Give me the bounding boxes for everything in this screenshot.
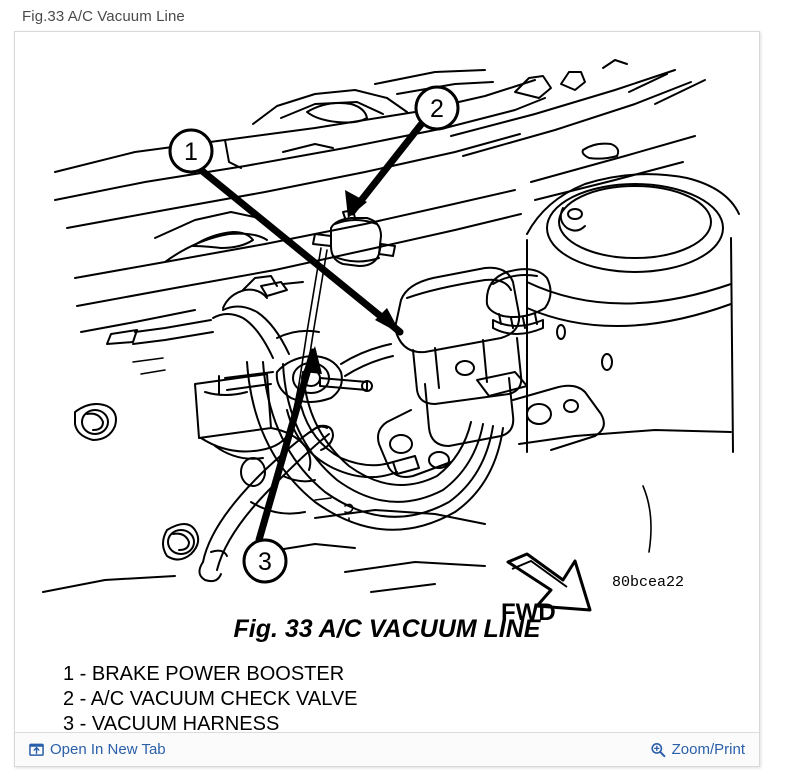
acvacuum-line-technical-drawing: 1 2 3 (15, 32, 759, 732)
magnifier-plus-icon (651, 742, 666, 757)
line-art-strut-tower (518, 173, 740, 453)
open-in-new-tab-button[interactable]: Open In New Tab (29, 741, 166, 758)
callout-1-number: 1 (184, 138, 198, 166)
legend-item: 3 - VACUUM HARNESS (63, 713, 279, 732)
callout-3: 3 (242, 346, 322, 584)
figure-image[interactable]: 1 2 3 (15, 32, 759, 732)
part-ac-vacuum-check-valve (312, 209, 396, 267)
figure-id-code: 80bcea22 (612, 574, 684, 591)
fwd-label: FWD (501, 599, 556, 626)
figure-viewer-panel: 1 2 3 (14, 31, 760, 767)
callout-3-number: 3 (258, 548, 272, 576)
external-link-icon (29, 743, 44, 756)
figure-action-bar: Open In New Tab Zoom/Print (15, 732, 759, 766)
forward-direction-arrow: FWD (501, 552, 592, 626)
legend-item: 2 - A/C VACUUM CHECK VALVE (63, 688, 358, 710)
page-title: Fig.33 A/C Vacuum Line (22, 8, 185, 25)
figure-caption: Fig. 33 A/C VACUUM LINE (234, 615, 542, 643)
line-art-detail-specks (132, 357, 652, 553)
legend-item: 1 - BRAKE POWER BOOSTER (63, 663, 344, 685)
zoom-print-label: Zoom/Print (671, 741, 745, 758)
line-art-lower-bracket (42, 373, 486, 593)
line-art-upper-rail (450, 59, 706, 201)
callout-2: 2 (345, 85, 460, 218)
callout-2-number: 2 (430, 95, 444, 123)
open-in-new-tab-label: Open In New Tab (50, 741, 166, 758)
callout-1: 1 (168, 128, 404, 336)
line-art-hoses (218, 329, 394, 395)
figure-legend-list: 1 - BRAKE POWER BOOSTER 2 - A/C VACUUM C… (63, 663, 358, 732)
zoom-print-button[interactable]: Zoom/Print (650, 741, 745, 758)
